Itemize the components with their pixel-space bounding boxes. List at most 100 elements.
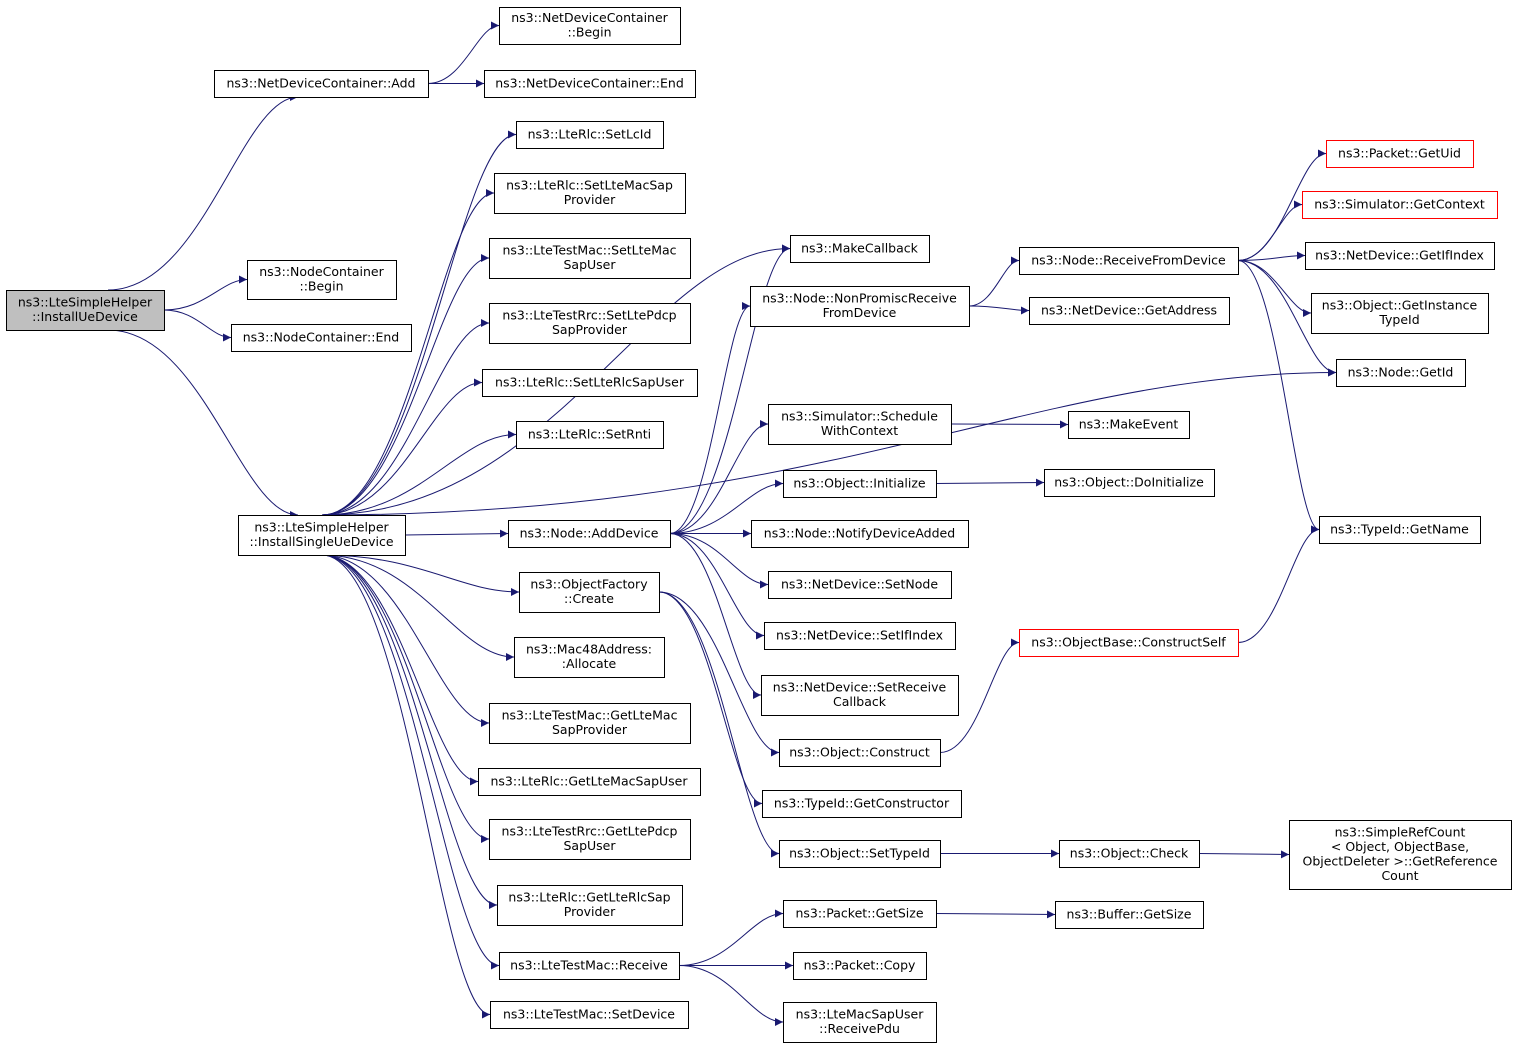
node-root[interactable]: ns3::LteSimpleHelper::InstallUeDevice <box>6 290 165 331</box>
node-box[interactable] <box>783 900 937 928</box>
node-box[interactable] <box>1044 469 1215 497</box>
node-box[interactable] <box>238 515 406 556</box>
node-box[interactable] <box>516 421 664 449</box>
node-box[interactable] <box>489 303 691 344</box>
node-rlc-getmacsapuser[interactable]: ns3::LteRlc::GetLteMacSapUser <box>478 768 701 796</box>
node-box[interactable] <box>1336 359 1466 387</box>
node-box[interactable] <box>1289 820 1512 890</box>
node-node-notifyadded[interactable]: ns3::Node::NotifyDeviceAdded <box>751 520 969 548</box>
node-packet-getsize[interactable]: ns3::Packet::GetSize <box>783 900 937 928</box>
node-box[interactable] <box>1055 901 1204 929</box>
node-macsapuser-recvpdu[interactable]: ns3::LteMacSapUser::ReceivePdu <box>783 1002 937 1043</box>
node-node-adddevice[interactable]: ns3::Node::AddDevice <box>508 520 671 548</box>
node-box[interactable] <box>478 768 701 796</box>
node-obj-check[interactable]: ns3::Object::Check <box>1059 840 1200 868</box>
node-obj-settypeid[interactable]: ns3::Object::SetTypeId <box>779 840 941 868</box>
node-box[interactable] <box>764 622 956 650</box>
node-packet-getuid[interactable]: ns3::Packet::GetUid <box>1326 140 1474 168</box>
node-box[interactable] <box>783 470 937 498</box>
node-makecallback[interactable]: ns3::MakeCallback <box>790 235 930 263</box>
node-obj-initialize[interactable]: ns3::Object::Initialize <box>783 470 937 498</box>
node-box[interactable] <box>489 703 691 744</box>
node-obj-construct[interactable]: ns3::Object::Construct <box>779 739 941 767</box>
node-testmac-setdevice[interactable]: ns3::LteTestMac::SetDevice <box>490 1001 689 1029</box>
node-node-getid[interactable]: ns3::Node::GetId <box>1336 359 1466 387</box>
node-box[interactable] <box>497 885 683 926</box>
node-box[interactable] <box>762 790 962 818</box>
node-box[interactable] <box>494 173 686 214</box>
node-box[interactable] <box>779 840 941 868</box>
node-box[interactable] <box>231 324 412 352</box>
node-nd-setifindex[interactable]: ns3::NetDevice::SetIfIndex <box>764 622 956 650</box>
node-box[interactable] <box>779 739 941 767</box>
node-typeid-getctor[interactable]: ns3::TypeId::GetConstructor <box>762 790 962 818</box>
node-ndc-begin[interactable]: ns3::NetDeviceContainer::Begin <box>499 7 681 45</box>
node-box[interactable] <box>214 70 429 98</box>
node-box[interactable] <box>793 952 927 980</box>
node-box[interactable] <box>489 819 691 860</box>
node-buffer-getsize[interactable]: ns3::Buffer::GetSize <box>1055 901 1204 929</box>
node-nc-begin[interactable]: ns3::NodeContainer::Begin <box>247 260 397 300</box>
node-box[interactable] <box>783 1002 937 1043</box>
node-box[interactable] <box>247 260 397 300</box>
node-box[interactable] <box>790 235 930 263</box>
node-makeevent[interactable]: ns3::MakeEvent <box>1068 411 1190 439</box>
node-box[interactable] <box>750 286 970 327</box>
node-isud[interactable]: ns3::LteSimpleHelper::InstallSingleUeDev… <box>238 515 406 556</box>
node-box[interactable] <box>768 571 952 599</box>
node-packet-copy[interactable]: ns3::Packet::Copy <box>793 952 927 980</box>
node-box[interactable] <box>519 572 660 613</box>
node-testmac-receive[interactable]: ns3::LteTestMac::Receive <box>499 952 680 980</box>
node-box[interactable] <box>6 290 165 331</box>
node-box[interactable] <box>1305 242 1495 270</box>
node-setrnti[interactable]: ns3::LteRlc::SetRnti <box>516 421 664 449</box>
node-box[interactable] <box>1019 629 1239 657</box>
node-box[interactable] <box>1029 297 1230 325</box>
node-box[interactable] <box>768 404 952 445</box>
node-box[interactable] <box>499 952 680 980</box>
node-box[interactable] <box>1326 140 1474 168</box>
node-box[interactable] <box>490 1001 689 1029</box>
node-simplerefcount[interactable]: ns3::SimpleRefCount< Object, ObjectBase,… <box>1289 820 1512 890</box>
node-box[interactable] <box>489 238 691 279</box>
node-nd-setnode[interactable]: ns3::NetDevice::SetNode <box>768 571 952 599</box>
node-typeid-getname[interactable]: ns3::TypeId::GetName <box>1319 516 1481 544</box>
node-box[interactable] <box>484 70 696 98</box>
node-setlcid[interactable]: ns3::LteRlc::SetLcId <box>516 121 664 149</box>
node-box[interactable] <box>1019 247 1239 275</box>
node-nc-end[interactable]: ns3::NodeContainer::End <box>231 324 412 352</box>
node-box[interactable] <box>514 637 665 678</box>
node-sim-getcontext[interactable]: ns3::Simulator::GetContext <box>1302 191 1498 219</box>
node-nd-getaddress[interactable]: ns3::NetDevice::GetAddress <box>1029 297 1230 325</box>
node-node-recvfromdev[interactable]: ns3::Node::ReceiveFromDevice <box>1019 247 1239 275</box>
node-box[interactable] <box>516 121 664 149</box>
node-of-create[interactable]: ns3::ObjectFactory::Create <box>519 572 660 613</box>
node-setlterlcsapuser[interactable]: ns3::LteRlc::SetLteRlcSapUser <box>482 369 698 397</box>
node-box[interactable] <box>1311 293 1489 334</box>
node-box[interactable] <box>1319 516 1481 544</box>
node-nd-getifindex[interactable]: ns3::NetDevice::GetIfIndex <box>1305 242 1495 270</box>
node-box[interactable] <box>751 520 969 548</box>
node-mac48-alloc[interactable]: ns3::Mac48Address::Allocate <box>514 637 665 678</box>
node-objbase-constructself[interactable]: ns3::ObjectBase::ConstructSelf <box>1019 629 1239 657</box>
node-box[interactable] <box>499 7 681 45</box>
node-ndc-add[interactable]: ns3::NetDeviceContainer::Add <box>214 70 429 98</box>
node-obj-doinit[interactable]: ns3::Object::DoInitialize <box>1044 469 1215 497</box>
node-box[interactable] <box>1068 411 1190 439</box>
node-box[interactable] <box>508 520 671 548</box>
node-box[interactable] <box>761 675 959 716</box>
node-box[interactable] <box>1302 191 1498 219</box>
node-box[interactable] <box>482 369 698 397</box>
node-box[interactable] <box>1059 840 1200 868</box>
node-ndc-end[interactable]: ns3::NetDeviceContainer::End <box>484 70 696 98</box>
